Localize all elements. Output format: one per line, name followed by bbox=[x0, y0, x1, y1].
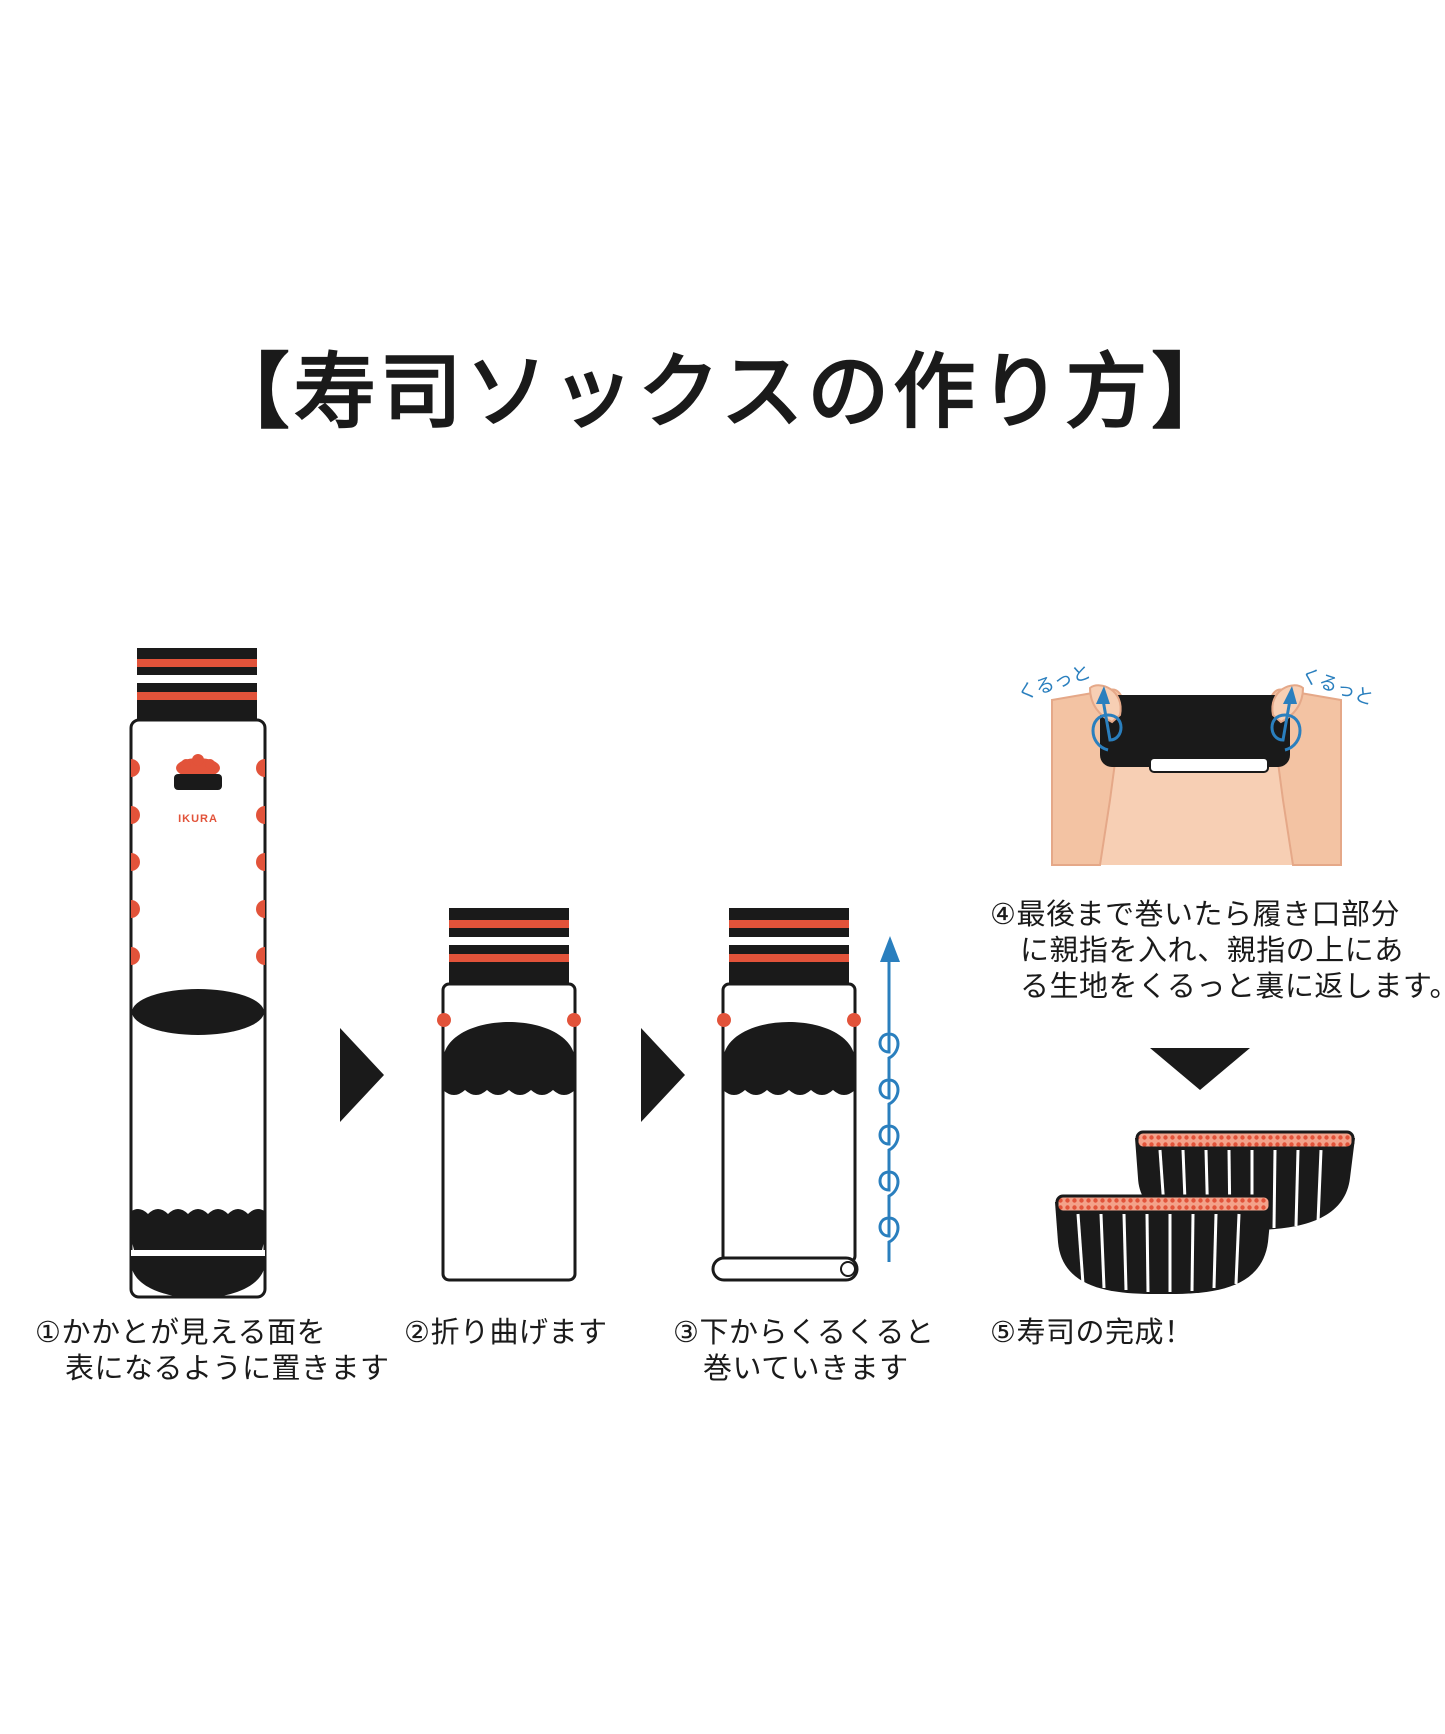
roll-up-arrow-icon bbox=[878, 936, 900, 1262]
sushi-roll-front bbox=[1055, 1194, 1272, 1294]
next-arrow-2 bbox=[641, 1028, 685, 1122]
step4-hands-illustration bbox=[1051, 684, 1342, 866]
sock-label: IKURA bbox=[178, 813, 218, 825]
step3-rolling-sock bbox=[711, 908, 900, 1282]
next-arrow-1 bbox=[340, 1028, 384, 1122]
step1-sock: IKURA bbox=[129, 648, 267, 1299]
step2-caption: ②折り曲げます bbox=[404, 1315, 608, 1349]
step5-sushi-rolls bbox=[1055, 1130, 1355, 1294]
step5-caption: ⑤寿司の完成！ bbox=[990, 1315, 1194, 1349]
step4-caption: ④最後まで巻いたら履き口部分 に親指を入れ、親指の上にあ る生地をくるっと裏に返… bbox=[990, 897, 1445, 1003]
step1-caption: ①かかとが見える面を 表になるように置きます bbox=[35, 1315, 390, 1385]
down-arrow bbox=[1150, 1048, 1250, 1090]
ikura-sushi-icon bbox=[174, 754, 222, 790]
page-title: 【寿司ソックスの作り方】 bbox=[207, 345, 1238, 440]
step2-folded-sock bbox=[437, 908, 581, 1282]
step3-caption: ③下からくるくると 巻いていきます bbox=[673, 1315, 935, 1385]
